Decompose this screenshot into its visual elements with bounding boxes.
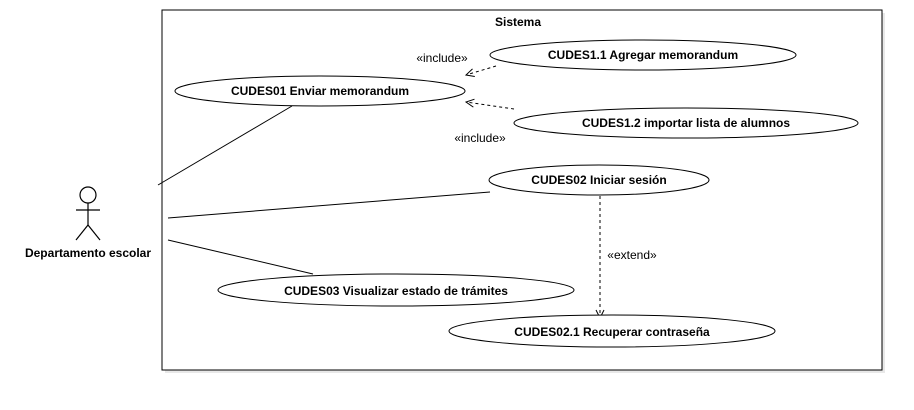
include-label-importar: «include» bbox=[454, 131, 506, 145]
extend-label: «extend» bbox=[607, 248, 657, 262]
association-iniciar bbox=[167, 191, 491, 219]
use-case-label: CUDES1.1 Agregar memorandum bbox=[548, 48, 738, 62]
use-case-label: CUDES03 Visualizar estado de trámites bbox=[284, 284, 508, 298]
use-case-visualizar-estado[interactable]: CUDES03 Visualizar estado de trámites bbox=[217, 273, 575, 307]
actor-left-leg bbox=[75, 224, 89, 241]
include-label-agregar: «include» bbox=[416, 51, 468, 65]
dependencies: «include» «include» «extend» bbox=[416, 51, 657, 318]
actor-head bbox=[79, 186, 97, 204]
use-case-importar-lista[interactable]: CUDES1.2 importar lista de alumnos bbox=[513, 107, 859, 139]
actor-departamento-escolar[interactable]: Departamento escolar bbox=[25, 186, 151, 260]
include-arrow-importar bbox=[466, 102, 515, 110]
association-enviar bbox=[157, 105, 293, 186]
use-case-label: CUDES02 Iniciar sesión bbox=[531, 173, 666, 187]
include-arrow-agregar bbox=[466, 65, 497, 75]
use-case-label: CUDES1.2 importar lista de alumnos bbox=[582, 116, 790, 130]
actor-right-leg bbox=[87, 224, 101, 241]
associations bbox=[157, 105, 491, 275]
use-case-recuperar-contrasena[interactable]: CUDES02.1 Recuperar contraseña bbox=[448, 314, 776, 348]
use-case-agregar-memorandum[interactable]: CUDES1.1 Agregar memorandum bbox=[489, 39, 797, 71]
use-case-label: CUDES01 Enviar memorandum bbox=[231, 84, 409, 98]
actor-label: Departamento escolar bbox=[25, 246, 151, 260]
use-case-iniciar-sesion[interactable]: CUDES02 Iniciar sesión bbox=[488, 164, 710, 196]
use-case-label: CUDES02.1 Recuperar contraseña bbox=[514, 325, 710, 339]
use-case-enviar-memorandum[interactable]: CUDES01 Enviar memorandum bbox=[174, 75, 466, 107]
system-title: Sistema bbox=[495, 15, 541, 29]
association-visualizar bbox=[167, 239, 314, 275]
